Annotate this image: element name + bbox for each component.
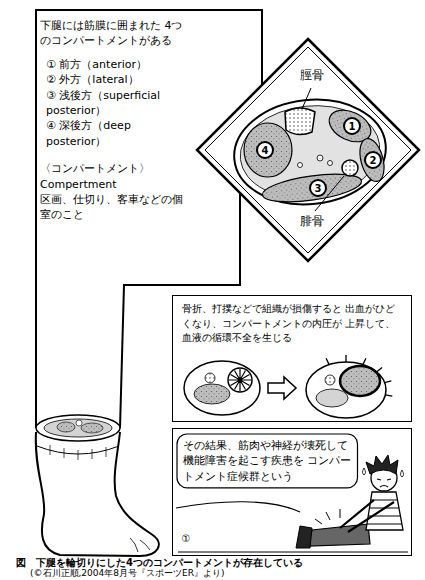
deep-posterior-compartment (244, 123, 292, 177)
bleeding-compartment (228, 368, 252, 392)
speech-bubble (177, 434, 358, 488)
section-bone (325, 375, 335, 385)
number-disc (365, 152, 381, 168)
tibia-bone (285, 108, 315, 135)
section-bone (205, 373, 215, 383)
callout-text: 下腿には筋膜に囲まれた 4つのコンパートメントがある (40, 18, 190, 49)
bone-label: 脛骨 (300, 69, 324, 82)
leg-slice-compartment (81, 423, 103, 433)
leg-slice-compartment (57, 422, 75, 432)
fibula-bone (342, 160, 358, 176)
bone-label: 腓骨 (300, 215, 324, 228)
section-compartment (194, 384, 230, 404)
diamond-inner-frame (205, 47, 411, 253)
swollen-compartment (340, 366, 380, 396)
section-compartment (316, 389, 348, 407)
leg-slice (36, 415, 120, 441)
boy-arms (340, 500, 394, 532)
leg-slice-inner (44, 419, 112, 437)
pain-marks (315, 509, 340, 524)
vessel (328, 161, 333, 166)
callout-number: 3 (315, 183, 322, 194)
callout-text: 区画、仕切り、客車などの個室のこと (40, 192, 190, 223)
boy-shoe (296, 526, 312, 548)
cord-line (176, 502, 300, 512)
boy-hair (366, 455, 398, 474)
section-after (306, 362, 386, 418)
callout-number: 4 (262, 145, 269, 156)
number-disc (344, 118, 360, 134)
boy-face (377, 479, 391, 487)
boy-shirt (366, 492, 403, 530)
leader-line (302, 88, 311, 109)
sweat-drops (363, 468, 404, 477)
callout-text: ① 前方（anterior） (40, 57, 190, 72)
bleeding-rays (229, 369, 251, 391)
ground-line (178, 552, 408, 553)
arrow-symbol (268, 377, 296, 399)
number-disc (257, 142, 273, 158)
vessel (317, 155, 323, 161)
cartoon-panel: その結果、筋肉や神経が壊死して 機能障害を起こす疾患を コンパートメント症候群と… (172, 428, 412, 556)
leg-section-skin (229, 92, 391, 211)
leg-drawing (36, 432, 159, 556)
shirt-stripes (367, 500, 402, 524)
callout-text: ③ 浅後方（superficial posterior） (40, 88, 190, 119)
pressure-spikes (326, 355, 392, 396)
callout-number: ① (182, 533, 191, 544)
callout-box: 下腿には筋膜に囲まれた 4つのコンパートメントがある ① 前方（anterior）… (40, 18, 190, 223)
callout-number: 1 (349, 121, 356, 132)
panel-text: 骨折、打撲などで組織が損傷すると 出血がひどくなり、コンパートメントの内圧が 上… (182, 302, 402, 346)
explanation-panel: 骨折、打撲などで組織が損傷すると 出血がひどくなり、コンパートメントの内圧が 上… (172, 295, 412, 422)
sock-ribs (50, 445, 106, 460)
boy-leg (308, 524, 370, 546)
callout-outline (36, 10, 262, 428)
speech-text: その結果、筋肉や神経が壊死して 機能障害を起こす疾患を コンパートメント症候群と… (183, 438, 355, 484)
callout-text: ② 外方（lateral） (40, 72, 190, 87)
lateral-compartment (356, 136, 389, 184)
figure-caption: 図 下腿を輪切りにした4つのコンパートメントが存在している (16, 557, 303, 568)
leader-line (315, 176, 344, 211)
number-disc (310, 180, 326, 196)
section-before (184, 361, 260, 415)
callout-text: Compertment (40, 177, 190, 192)
vessel (298, 163, 303, 168)
callout-number: 2 (370, 155, 377, 166)
toe-lines (130, 538, 150, 552)
callout-text: ④ 深後方（deep posterior） (40, 118, 190, 149)
credit-line: (©石川正順,2004年8月号『スポーツER』より) (30, 569, 224, 579)
leg-slice-bone (76, 420, 82, 426)
callout-text: 〈コンパートメント〉 (40, 161, 190, 176)
diamond-frame (197, 39, 419, 261)
